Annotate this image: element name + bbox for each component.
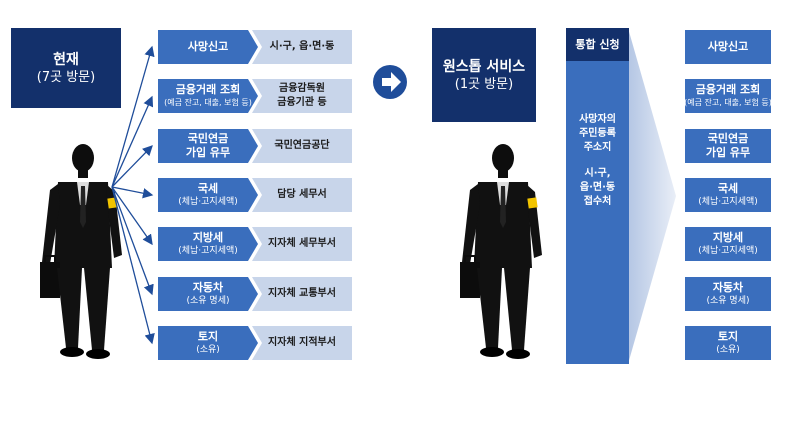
left-row-label: 국세 (체납·고지세액) <box>158 178 258 212</box>
left-row-agency: 지자체 세무부서 <box>252 227 352 261</box>
right-row: 국민연금 가입 유무 <box>685 129 771 163</box>
right-row: 지방세 (체납·고지세액) <box>685 227 771 261</box>
left-row-label: 토지 (소유) <box>158 326 258 360</box>
right-row: 사망신고 <box>685 30 771 64</box>
left-row-label: 국민연금 가입 유무 <box>158 129 258 163</box>
integrated-application-panel: 통합 신청 사망자의 주민등록 주소지 시·구, 읍·면·동 접수처 <box>566 28 629 364</box>
left-row-label: 사망신고 <box>158 30 258 64</box>
left-row-agency: 시·구, 읍·면·동 <box>252 30 352 64</box>
right-row: 국세 (체납·고지세액) <box>685 178 771 212</box>
right-header: 원스톱 서비스 (1곳 방문) <box>432 28 536 122</box>
left-header-subtitle: (7곳 방문) <box>36 69 96 85</box>
integrated-application-desc: 사망자의 주민등록 주소지 시·구, 읍·면·동 접수처 <box>579 114 616 207</box>
left-row-label: 자동차 (소유 명세) <box>158 277 258 311</box>
left-row-label: 금융거래 조회 (예금 잔고, 대출, 보험 등) <box>158 79 258 113</box>
left-row-agency: 담당 세무서 <box>252 178 352 212</box>
right-row: 토지 (소유) <box>685 326 771 360</box>
right-header-title: 원스톱 서비스 <box>442 58 526 75</box>
left-row-label: 지방세 (체납·고지세액) <box>158 227 258 261</box>
left-row-agency: 지자체 지적부서 <box>252 326 352 360</box>
left-header: 현재 (7곳 방문) <box>11 28 121 108</box>
right-header-subtitle: (1곳 방문) <box>454 76 514 92</box>
right-row: 자동차 (소유 명세) <box>685 277 771 311</box>
integrated-application-title: 통합 신청 <box>566 28 629 61</box>
right-row: 금융거래 조회 (예금 잔고, 대출, 보험 등) <box>684 79 772 113</box>
left-header-title: 현재 <box>53 51 79 68</box>
left-row-agency: 국민연금공단 <box>252 129 352 163</box>
left-row-agency: 지자체 교통부서 <box>252 277 352 311</box>
left-row-agency: 금융감독원 금융기관 등 <box>252 79 352 113</box>
